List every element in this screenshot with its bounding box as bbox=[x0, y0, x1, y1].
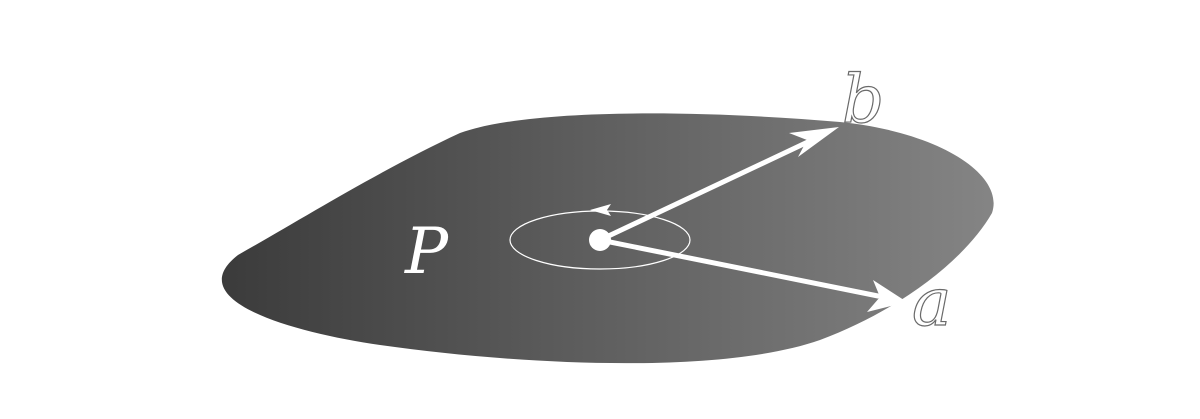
plane-label: P bbox=[404, 215, 449, 289]
rotation-arrow-icon bbox=[590, 204, 611, 216]
vector-b-label: b bbox=[842, 61, 884, 138]
vector-b-arrowhead-icon bbox=[789, 127, 839, 157]
origin-point-icon bbox=[589, 229, 611, 251]
vector-a-shaft bbox=[597, 237, 881, 299]
vector-a-arrowhead-icon bbox=[867, 280, 907, 312]
vector-b-shaft bbox=[597, 137, 815, 243]
vector-a-label: a bbox=[912, 264, 951, 341]
